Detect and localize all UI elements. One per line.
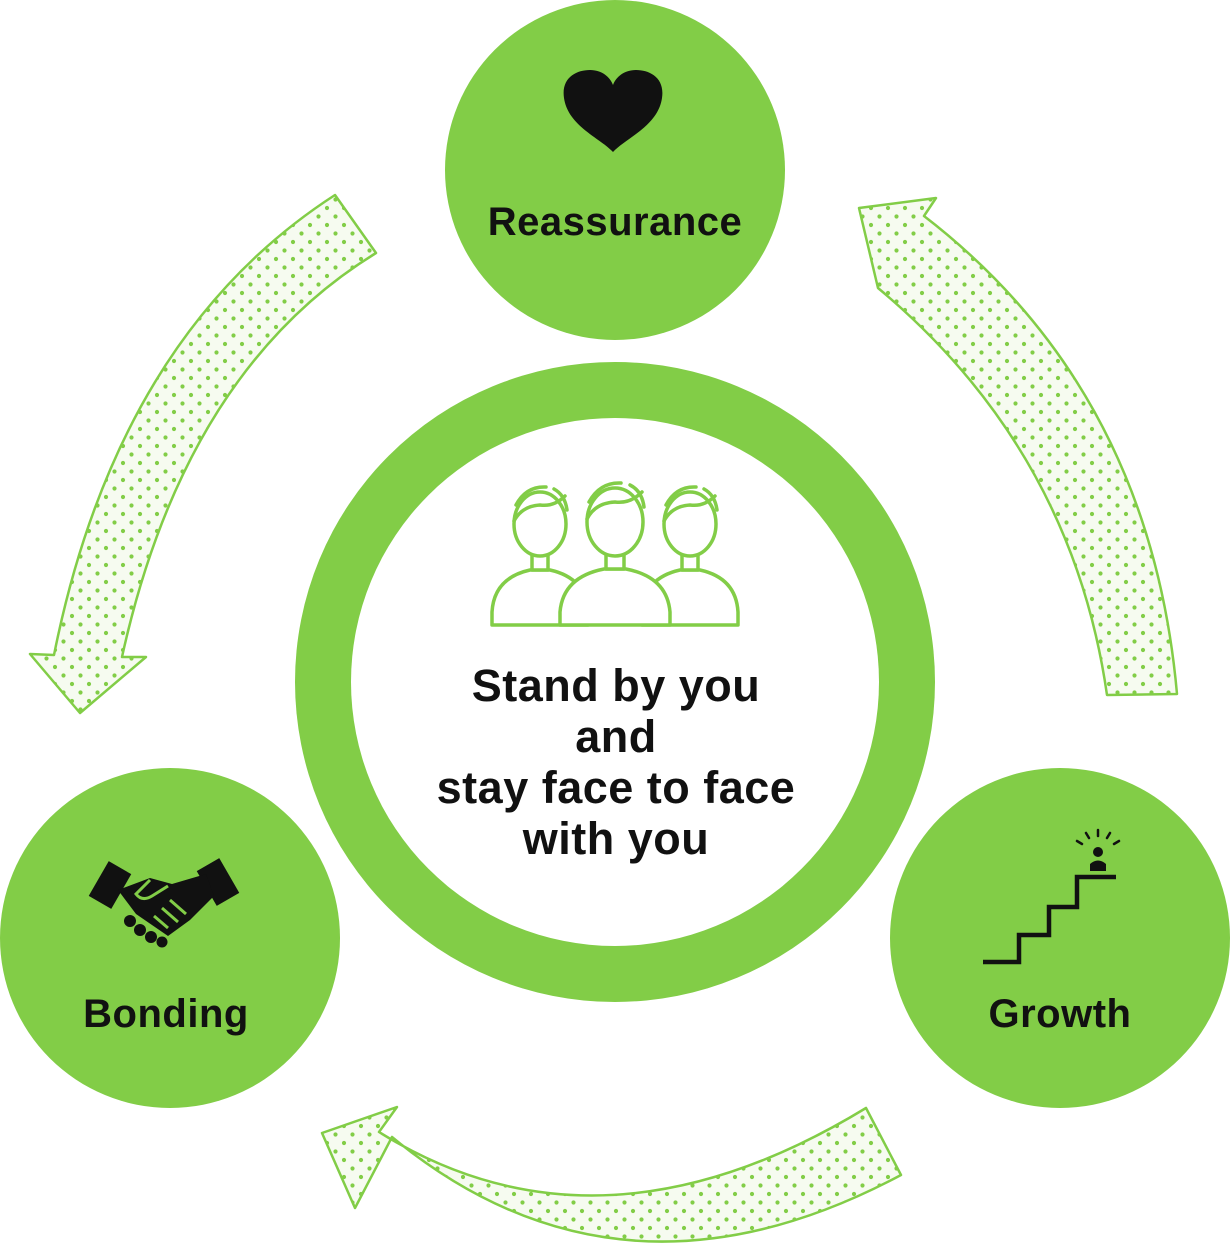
- node-reassurance-label: Reassurance: [488, 200, 743, 244]
- handshake-icon: [88, 858, 240, 948]
- people-group-icon: [490, 481, 740, 627]
- cycle-arrows: [28, 193, 1179, 1243]
- center-line-3: stay face to face: [436, 762, 796, 813]
- stairs-growth-icon: [983, 828, 1121, 965]
- center-line-1: Stand by you: [471, 660, 761, 711]
- cycle-arrow-left: [28, 193, 378, 715]
- node-reassurance-circle: [445, 0, 785, 340]
- center-line-4: with you: [522, 813, 710, 864]
- node-reassurance: Reassurance: [445, 0, 785, 340]
- cycle-arrow-bottom: [320, 1105, 903, 1243]
- node-growth: Growth: [890, 768, 1230, 1108]
- heart-icon: [563, 70, 663, 152]
- node-growth-circle: [890, 768, 1230, 1108]
- cycle-arrow-right: [857, 196, 1179, 697]
- node-bonding: Bonding: [0, 768, 340, 1108]
- center-line-2: and: [575, 711, 657, 762]
- center-disc: [351, 418, 879, 946]
- node-bonding-circle: [0, 768, 340, 1108]
- node-bonding-label: Bonding: [83, 992, 249, 1036]
- center-message: Stand by you and stay face to face with …: [375, 660, 857, 864]
- node-growth-label: Growth: [989, 992, 1132, 1036]
